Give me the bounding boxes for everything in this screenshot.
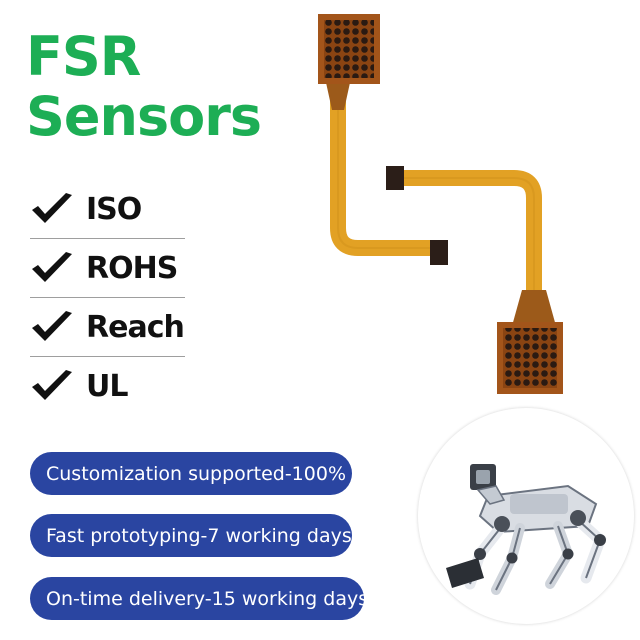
feature-pill-prototyping: Fast prototyping-7 working days — [30, 514, 352, 557]
check-icon — [32, 252, 72, 282]
title-line-1: FSR — [26, 25, 141, 88]
robot-dog-icon — [446, 464, 607, 595]
sensor-connector — [386, 166, 404, 190]
certification-label: ISO — [86, 191, 142, 227]
check-icon — [32, 311, 72, 341]
certification-item: UL — [30, 356, 185, 415]
certification-item: Reach — [30, 297, 185, 356]
certification-label: Reach — [86, 309, 185, 345]
certification-list: ISO ROHS Reach UL — [30, 180, 185, 415]
certification-item: ROHS — [30, 238, 185, 297]
check-icon — [32, 370, 72, 400]
title-line-2: Sensors — [26, 85, 262, 148]
certification-label: UL — [86, 368, 128, 404]
check-icon — [32, 193, 72, 223]
sensor-connector — [430, 240, 448, 265]
fsr-sensor-1 — [318, 14, 448, 265]
feature-pill-customization: Customization supported-100% — [30, 452, 352, 495]
fsr-sensor-2 — [386, 166, 563, 394]
certification-item: ISO — [30, 180, 185, 238]
robot-dog-image — [418, 408, 634, 624]
fsr-sensor-image — [318, 14, 563, 394]
certification-label: ROHS — [86, 250, 178, 286]
feature-pill-delivery: On-time delivery-15 working days — [30, 577, 368, 620]
